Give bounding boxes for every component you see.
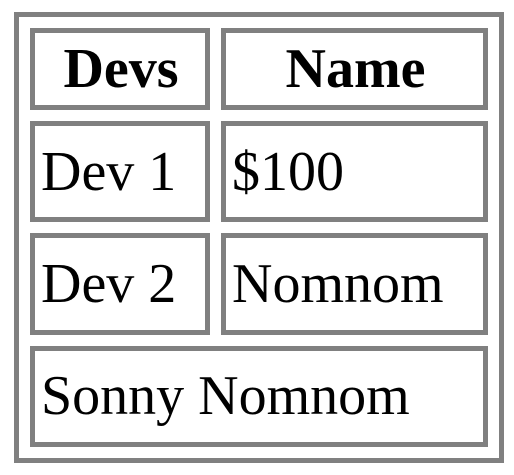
cell-dev-label: Dev 1 [30,121,210,223]
table-row: Dev 1 $100 [30,121,488,223]
header-devs: Devs [30,28,210,110]
table-container: Devs Name Dev 1 $100 Dev 2 Nomnom Sonny … [14,12,504,463]
devs-table: Devs Name Dev 1 $100 Dev 2 Nomnom Sonny … [14,12,504,463]
header-name: Name [221,28,488,110]
cell-name-value: $100 [221,121,488,223]
table-footer-row: Sonny Nomnom [30,345,488,447]
cell-dev-label: Dev 2 [30,233,210,335]
cell-name-value: Nomnom [221,233,488,335]
table-row: Dev 2 Nomnom [30,233,488,335]
cell-full-name: Sonny Nomnom [30,345,488,447]
table-header-row: Devs Name [30,28,488,110]
